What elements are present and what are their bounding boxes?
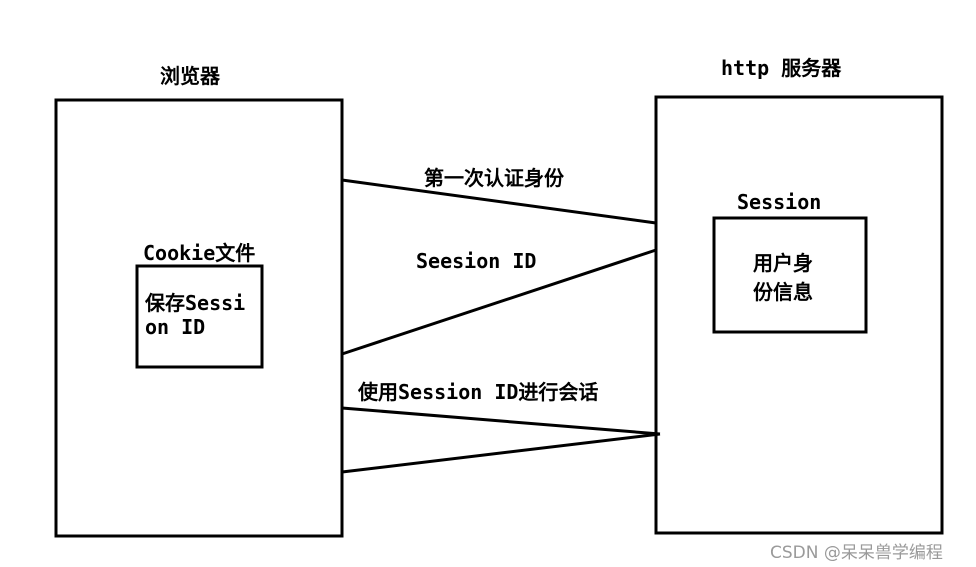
session-box	[712, 216, 868, 334]
use-session-line-upper	[341, 406, 661, 436]
browser-title: 浏览器	[160, 64, 220, 88]
auth-label: 第一次认证身份	[424, 166, 564, 190]
session-content-line1: 用户身	[753, 251, 813, 275]
session-label: Session	[737, 190, 822, 214]
use-session-line-lower	[341, 432, 661, 474]
cookie-box	[135, 264, 264, 369]
watermark: CSDN @呆呆兽学编程	[770, 543, 943, 563]
session-id-line	[341, 248, 657, 356]
cookie-label: Cookie文件	[143, 241, 256, 265]
session-id-label: Seesion ID	[416, 249, 537, 273]
server-title: http 服务器	[721, 56, 842, 80]
browser-box	[54, 98, 344, 538]
auth-line	[341, 178, 657, 225]
cookie-content-line1: 保存Sessi	[145, 291, 246, 315]
server-box	[654, 95, 944, 535]
session-content-line2: 份信息	[753, 280, 813, 304]
use-session-label: 使用Session ID进行会话	[358, 380, 599, 404]
cookie-content-line2: on ID	[145, 315, 206, 339]
